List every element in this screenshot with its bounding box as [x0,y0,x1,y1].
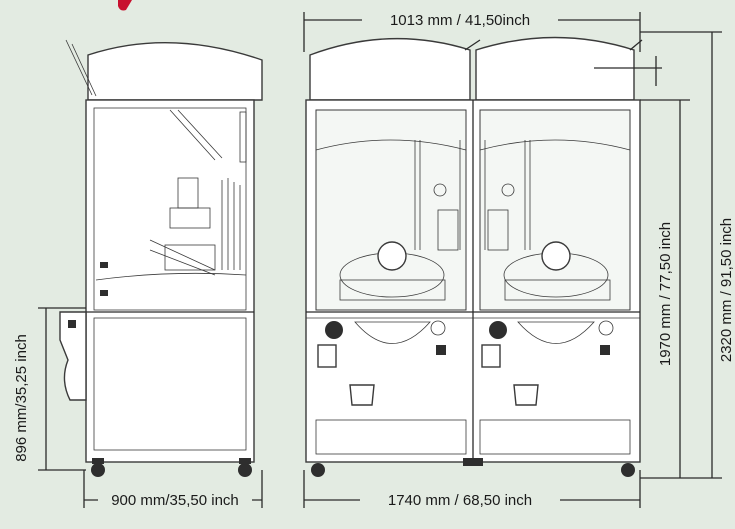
side-depth-label: 900 mm/35,50 inch [111,492,239,509]
mid-height-label: 1970 mm / 77,50 inch [657,222,674,366]
left-height-label: 896 mm/35,25 inch [13,334,30,462]
top-width-label-bg [362,8,558,30]
dimension-lines [38,12,722,508]
side-view [59,39,263,477]
bottom-width-label: 1740 mm / 68,50 inch [388,492,532,509]
brand-logo-fragment [118,0,132,11]
front-view [305,36,643,477]
total-height-label-bg [716,180,734,400]
mid-height-label-bg [655,190,675,396]
top-width-label: 1013 mm / 41,50inch [390,12,530,29]
bottom-width-label-bg [360,488,560,510]
total-height-label: 2320 mm / 91,50 inch [718,218,735,362]
side-depth-label-bg [98,488,252,510]
